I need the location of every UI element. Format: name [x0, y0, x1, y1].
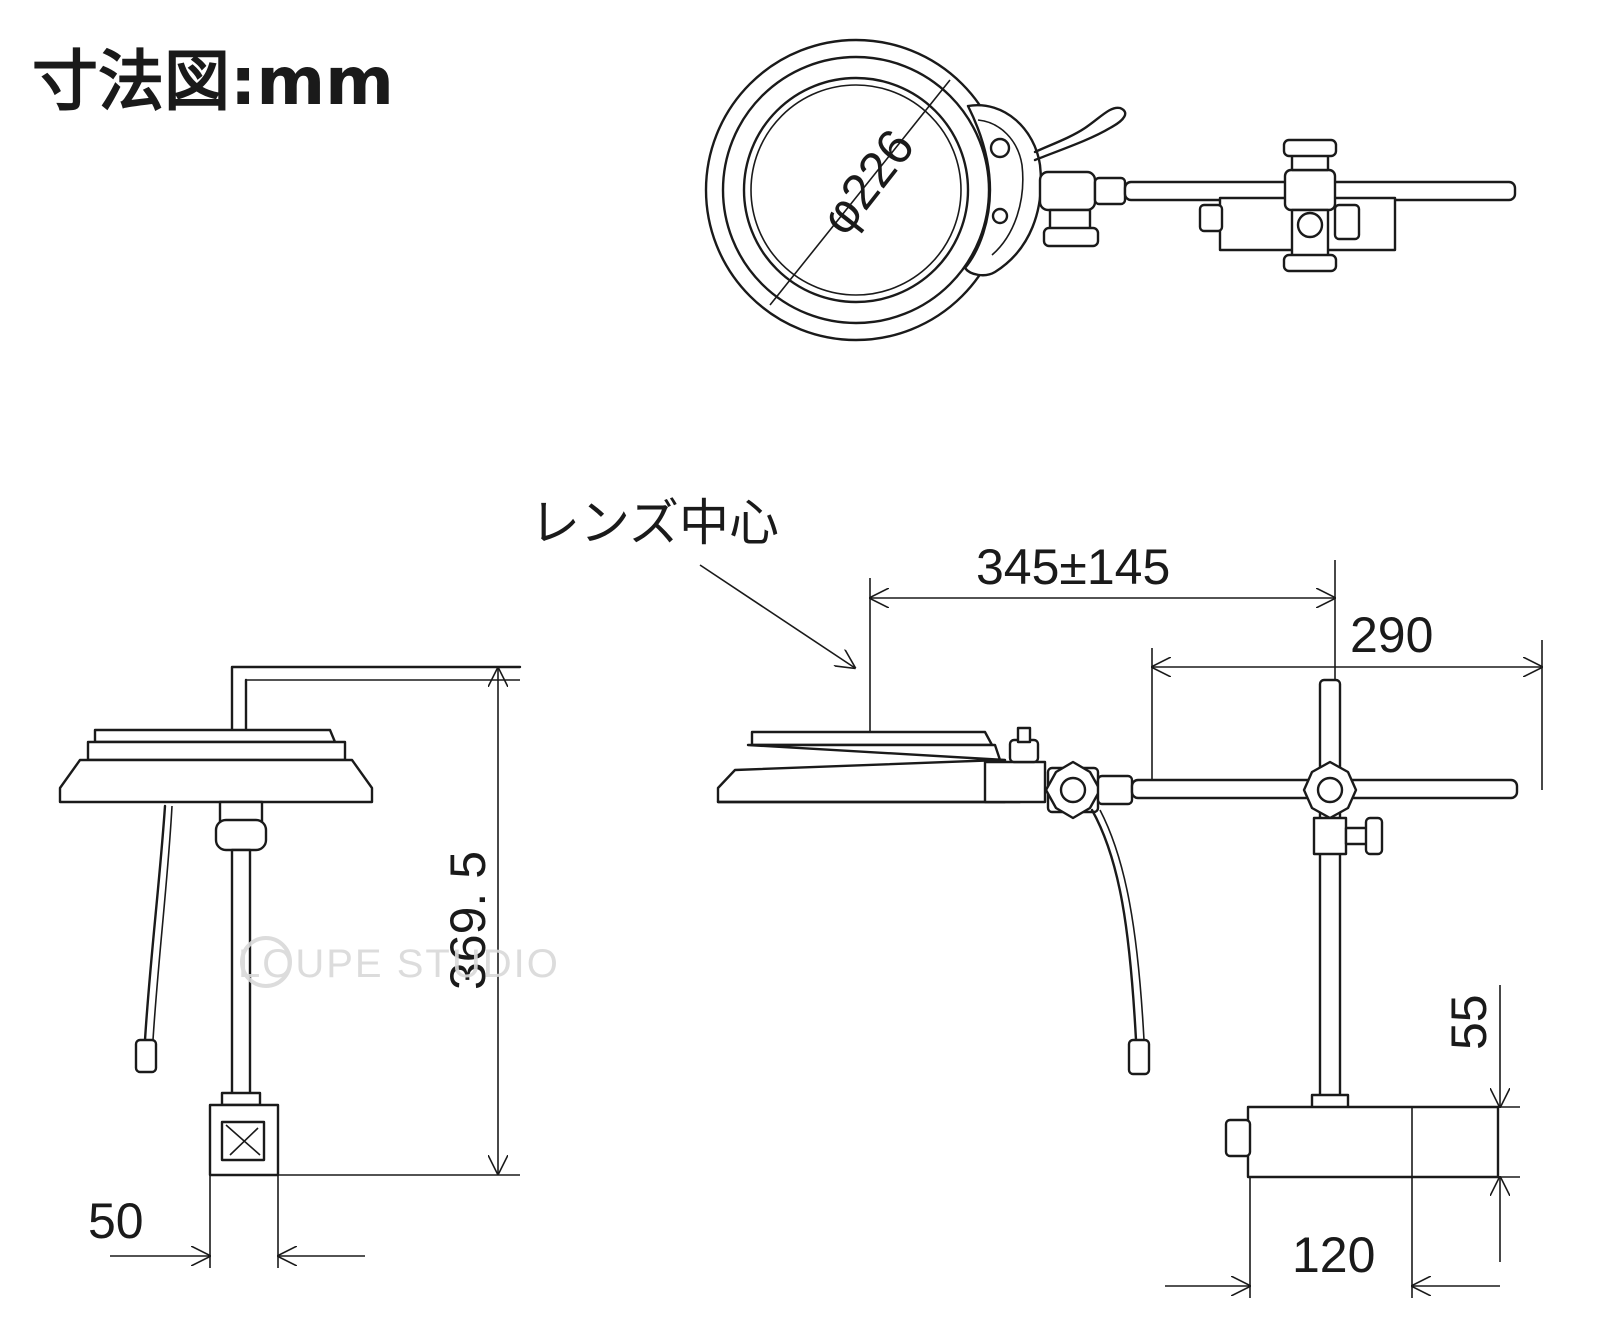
lens-center-label: レンズ中心 [530, 494, 779, 552]
lens-diameter-label: φ226 [810, 119, 925, 245]
front-view: レンズ中心 [530, 494, 1542, 1298]
base-width-side-label: 50 [88, 1193, 144, 1249]
page-title: 寸法図:mm [32, 43, 394, 120]
arm-reach-label: 345±145 [976, 539, 1170, 595]
lens-center-leader [699, 564, 855, 668]
height-label: 369. 5 [440, 851, 496, 990]
side-view: 369. 5 50 [58, 665, 522, 1268]
watermark-text: LOUPE STUDIO [238, 942, 560, 986]
watermark: LOUPE STUDIO [238, 936, 560, 988]
diameter-line [769, 79, 951, 306]
base-height-label: 55 [1441, 994, 1497, 1050]
arm-width-label: 290 [1350, 607, 1433, 663]
base-width-label: 120 [1292, 1227, 1375, 1283]
top-view: φ226 [704, 38, 1517, 342]
